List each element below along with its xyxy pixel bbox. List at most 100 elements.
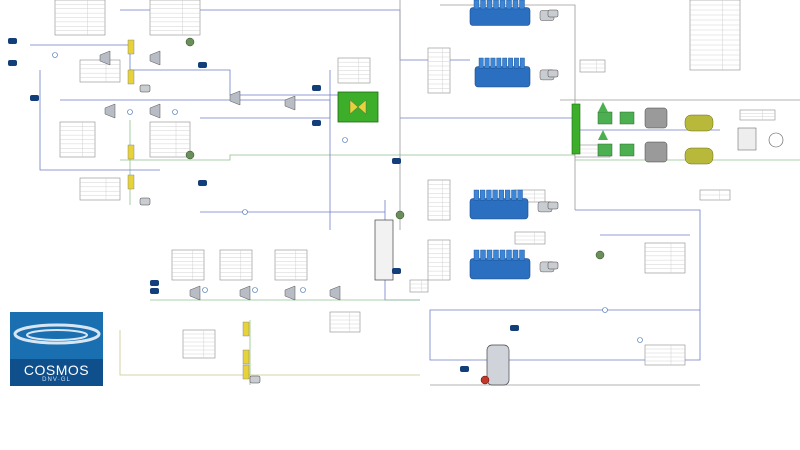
pipe-line-20 [39,70,160,171]
switch-icon [619,111,635,125]
sensor-icon [52,52,58,58]
source-icon [198,180,207,186]
engine-cylinder [499,249,506,261]
engine-cylinder [473,249,480,261]
sensor-icon [602,307,608,313]
engine-cylinder [505,189,511,201]
engine-block [469,7,531,26]
converter-box [619,111,635,125]
source-icon [8,38,17,44]
source-icon [392,158,401,164]
engine-cylinder [519,0,525,10]
motor-icon [547,69,559,78]
table-frame [79,59,121,83]
engine-cylinder [506,0,512,10]
exchanger-valve [349,99,367,115]
boiler-tank-icon [486,344,510,386]
table-frame [579,59,606,73]
source-icon [198,62,207,68]
switch-icon [597,111,613,125]
engine-icon [469,189,553,220]
engine-cylinder [506,249,512,261]
burner-icon [480,375,490,385]
motor-icon [547,9,559,18]
engine-block [474,66,531,88]
turbine-body [284,285,296,301]
parameter-table-0 [54,0,106,36]
engine-cylinder [512,0,519,10]
valve-icon [127,144,135,160]
engine-cylinder [519,249,525,261]
propeller-icon [768,132,784,148]
engine-cylinder [490,57,496,69]
turbine-body [104,103,116,119]
parameter-table-5 [79,177,121,201]
sensor-icon [252,287,258,293]
table-frame [79,177,121,201]
parameter-table-7 [427,47,451,94]
switch-icon [619,143,635,157]
source-icon [392,268,401,274]
table-frame [427,239,451,281]
motor-body [644,141,668,163]
turbine-icon [229,90,241,106]
engine-cylinder [517,189,523,201]
turbine-icon [99,50,111,66]
parameter-table-2 [79,59,121,83]
transformer-icon [598,130,608,140]
engine-cylinder [498,189,504,201]
engine-cylinder [480,249,486,261]
tank-icon [374,219,394,281]
turbine-body [149,103,161,119]
turbine-body [284,95,296,111]
source-icon [460,366,469,372]
parameter-table-12 [579,59,606,73]
engine-cylinder [519,57,525,69]
engine-cylinder [478,57,484,69]
turbine-body [229,90,241,106]
engine-cylinder [512,249,519,261]
source-icon [510,325,519,331]
sensor-icon [242,209,248,215]
pipe-line-12 [440,4,576,210]
source-icon [8,60,17,66]
engine-cylinder [473,189,479,201]
parameter-table-22 [409,279,429,293]
generator-body [684,114,714,132]
engine-block [469,258,531,280]
engine-cylinder [493,0,499,10]
valve-icon [242,364,250,380]
turbine-body [189,285,201,301]
engine-cylinder [508,57,513,69]
engine-cylinder [514,57,519,69]
logo-subtitle: DNV·GL [42,377,71,383]
valve-icon [242,349,250,365]
turbine-icon [239,285,251,301]
turbine-icon [149,103,161,119]
parameter-table-17 [274,249,308,281]
parameter-table-9 [427,239,451,281]
converter-box [619,143,635,157]
table-frame [644,242,686,274]
parameter-table-3 [59,121,96,158]
pump-icon [595,250,605,260]
parameter-table-18 [329,311,361,333]
pipe-line-16 [429,209,701,361]
parameter-table-4 [149,121,191,158]
engine-cylinder [492,189,498,201]
sensor-icon [637,337,643,343]
switch-icon [597,143,613,157]
engine-cylinder [486,189,492,201]
parameter-table-16 [219,249,253,281]
table-frame [739,109,776,121]
generator-body [684,147,714,165]
sensor-icon [300,287,306,293]
converter-box [597,111,613,125]
turbine-body [99,50,111,66]
motor-icon [644,141,668,163]
parameter-table-15 [171,249,205,281]
valve-icon [127,69,135,85]
gearbox-icon [737,127,757,151]
parameter-table-24 [699,189,731,201]
